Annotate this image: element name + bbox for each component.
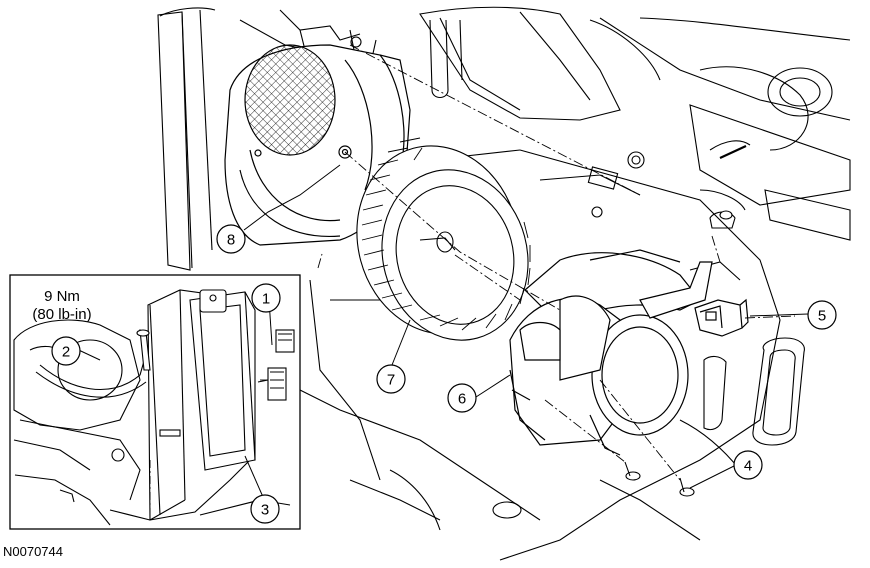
mounting-screws	[624, 210, 733, 497]
callout-6: 6	[447, 383, 477, 413]
torque-spec-imperial: (80 lb-in)	[32, 306, 92, 323]
callout-1: 1	[251, 283, 281, 313]
svg-text:1: 1	[262, 291, 270, 308]
blower-motor	[509, 249, 713, 456]
svg-text:2: 2	[62, 344, 70, 361]
vehicle-body-structure	[157, 6, 851, 561]
figure-id: N0070744	[3, 544, 63, 559]
svg-text:5: 5	[818, 308, 826, 325]
svg-text:7: 7	[387, 372, 395, 389]
svg-text:8: 8	[227, 232, 235, 249]
svg-text:6: 6	[458, 391, 466, 408]
torque-spec-metric: 9 Nm	[44, 288, 80, 305]
svg-text:4: 4	[744, 458, 752, 475]
callout-2: 2	[51, 336, 81, 366]
exploded-view-lines	[317, 44, 796, 481]
blower-housing-inlet	[224, 44, 411, 246]
detail-inset	[9, 274, 301, 530]
callout-5: 5	[807, 300, 837, 330]
callout-3: 3	[250, 494, 280, 524]
callout-8: 8	[216, 224, 246, 254]
callout-4: 4	[733, 450, 763, 480]
svg-text:3: 3	[261, 502, 269, 519]
electrical-connector	[694, 298, 749, 337]
callout-7: 7	[376, 364, 406, 394]
